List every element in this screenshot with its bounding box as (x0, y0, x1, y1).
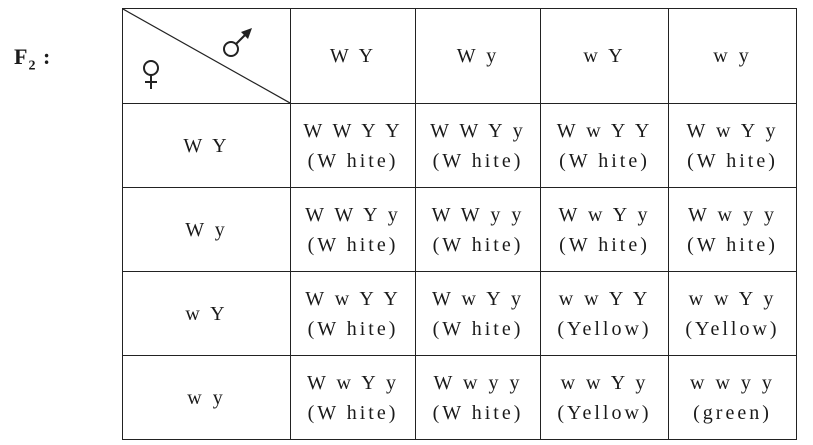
corner-cell (122, 8, 291, 104)
genotype: W W y y (431, 203, 525, 226)
phenotype: (W hite) (307, 233, 399, 256)
offspring-cell: W w Y Y (W hite) (540, 103, 669, 188)
offspring-cell: w w Y y (Yellow) (540, 355, 669, 440)
phenotype: (W hite) (307, 149, 399, 172)
phenotype: (green) (693, 401, 772, 424)
phenotype: (W hite) (432, 233, 524, 256)
table-row: W y W W Y y (W hite) W W y y (W hite) W w … (122, 187, 797, 272)
phenotype: (Yellow) (685, 317, 780, 340)
column-header: w Y (540, 8, 669, 104)
genotype: w w y y (690, 371, 775, 394)
offspring-cell: W w y y (W hite) (668, 187, 797, 272)
offspring-cell: W w Y y (W hite) (668, 103, 797, 188)
header-row: W Y W y w Y w y (122, 8, 797, 104)
offspring-cell: W w Y y (W hite) (290, 355, 416, 440)
row-header: w y (122, 355, 291, 440)
offspring-cell: w w Y y (Yellow) (668, 271, 797, 356)
genotype: w w Y Y (558, 287, 651, 310)
phenotype: (Yellow) (557, 317, 652, 340)
genotype: W W Y Y (303, 119, 403, 142)
phenotype: (W hite) (687, 233, 778, 256)
genotype: W w Y y (432, 287, 524, 310)
phenotype: (W hite) (687, 149, 778, 172)
genotype: W w y y (688, 203, 777, 226)
offspring-cell: W W y y (W hite) (415, 187, 541, 272)
phenotype: (W hite) (432, 401, 524, 424)
column-header: w y (668, 8, 797, 104)
phenotype: (W hite) (307, 401, 399, 424)
offspring-cell: W w Y Y (W hite) (290, 271, 416, 356)
row-header: W y (122, 187, 291, 272)
genotype: W W Y y (305, 203, 401, 226)
phenotype: (W hite) (559, 149, 650, 172)
offspring-cell: W W Y y (W hite) (290, 187, 416, 272)
phenotype: (W hite) (432, 149, 524, 172)
phenotype: (W hite) (559, 233, 650, 256)
column-header: W Y (290, 8, 416, 104)
table-row: w Y W w Y Y (W hite) W w Y y (W hite) w w … (122, 271, 797, 356)
generation-label: F2 : (14, 44, 51, 74)
offspring-cell: w w y y (green) (668, 355, 797, 440)
genotype: W W Y y (430, 119, 526, 142)
genotype: W w Y y (558, 203, 651, 226)
row-header: w Y (122, 271, 291, 356)
phenotype: (W hite) (432, 317, 524, 340)
genotype: W w Y Y (556, 119, 653, 142)
phenotype: (W hite) (307, 317, 399, 340)
row-header: W Y (122, 103, 291, 188)
genotype: W w Y Y (305, 287, 401, 310)
male-symbol-icon (223, 28, 252, 57)
genotype: w w Y y (688, 287, 777, 310)
offspring-cell: W W Y y (W hite) (415, 103, 541, 188)
generation-suffix: : (36, 44, 52, 69)
genotype: w w Y y (560, 371, 649, 394)
genotype: W w y y (433, 371, 523, 394)
genotype: W w Y y (686, 119, 779, 142)
offspring-cell: w w Y Y (Yellow) (540, 271, 669, 356)
offspring-cell: W w Y y (W hite) (540, 187, 669, 272)
table-row: w y W w Y y (W hite) W w y y (W hite) w w … (122, 355, 797, 440)
punnett-square: W Y W y w Y w y W Y W W Y Y (W hite) W W … (122, 8, 797, 440)
generation-letter: F (14, 44, 29, 69)
offspring-cell: W W Y Y (W hite) (290, 103, 416, 188)
column-header: W y (415, 8, 541, 104)
offspring-cell: W w y y (W hite) (415, 355, 541, 440)
phenotype: (Yellow) (557, 401, 652, 424)
genotype: W w Y y (307, 371, 399, 394)
female-symbol-icon (143, 60, 159, 89)
table-row: W Y W W Y Y (W hite) W W Y y (W hite) W w … (122, 103, 797, 188)
offspring-cell: W w Y y (W hite) (415, 271, 541, 356)
generation-subscript: 2 (28, 58, 37, 74)
